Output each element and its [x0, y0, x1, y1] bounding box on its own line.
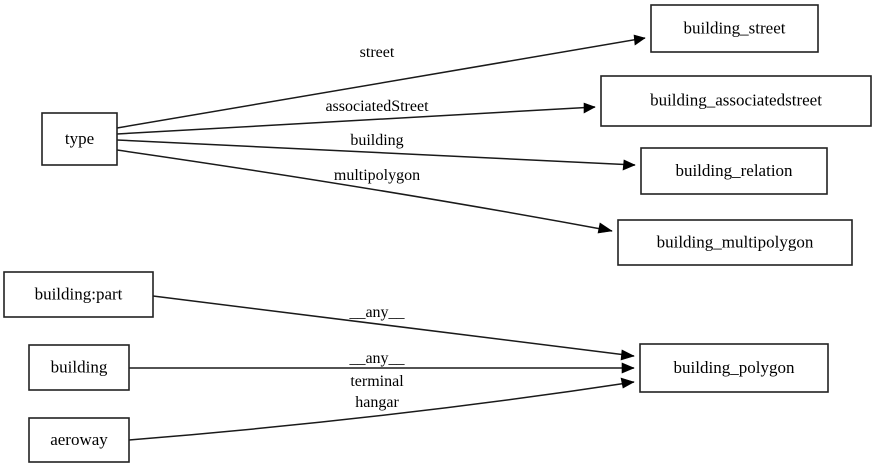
node-building-associatedstreet[interactable]: building_associatedstreet [600, 75, 872, 127]
node-box [617, 219, 853, 266]
node-label: building_multipolygon [657, 232, 814, 251]
edge-label-any-building-part: __any__ [348, 304, 405, 321]
edge-label-any-building: __any__ [348, 350, 405, 367]
node-building[interactable]: building [28, 344, 130, 391]
edge-building-building-polygon[interactable] [129, 362, 635, 374]
node-type[interactable]: type [41, 112, 118, 166]
edges-layer [116, 34, 646, 441]
arrowhead-icon [622, 159, 636, 171]
edge-line [116, 149, 613, 232]
node-box [3, 271, 154, 318]
edge-building-part-building-polygon[interactable] [152, 295, 635, 361]
node-label: building_polygon [674, 358, 795, 377]
arrowhead-icon [583, 102, 596, 114]
edge-type-building-multipolygon[interactable] [116, 149, 613, 234]
node-label: building_associatedstreet [650, 90, 822, 109]
node-building-part[interactable]: building:part [3, 271, 154, 318]
node-label: aeroway [50, 430, 108, 449]
node-box [41, 112, 118, 166]
node-aeroway[interactable]: aeroway [28, 417, 130, 463]
node-box [28, 344, 130, 391]
arrowhead-icon [597, 222, 613, 234]
edge-line [116, 37, 646, 129]
node-box [650, 4, 819, 53]
edge-labels-layer: street associatedStreet building multipo… [325, 44, 429, 411]
edge-label-associatedstreet: associatedStreet [325, 98, 429, 115]
node-box [28, 417, 130, 463]
edge-label-street: street [360, 44, 395, 61]
edge-aeroway-building-polygon[interactable] [128, 377, 635, 441]
edge-type-building-street[interactable] [116, 34, 646, 129]
edge-line [128, 381, 635, 441]
node-building-multipolygon[interactable]: building_multipolygon [617, 219, 853, 266]
node-building-relation[interactable]: building_relation [640, 147, 828, 195]
node-label: building [51, 357, 108, 376]
edge-label-hangar: hangar [355, 394, 399, 411]
node-building-polygon[interactable]: building_polygon [639, 343, 829, 393]
node-label: building:part [35, 284, 123, 303]
arrowhead-icon [633, 34, 646, 46]
node-box [639, 343, 829, 393]
nodes-layer: type building_street building_associated… [3, 4, 872, 463]
arrowhead-icon [620, 349, 635, 361]
edge-line [116, 106, 596, 135]
edge-label-building: building [350, 132, 403, 149]
node-label: type [65, 129, 94, 148]
node-label: building_street [684, 18, 786, 37]
node-building-street[interactable]: building_street [650, 4, 819, 53]
edge-line [116, 139, 636, 166]
edge-type-building-relation[interactable] [116, 139, 636, 171]
node-box [600, 75, 872, 127]
edge-label-multipolygon: multipolygon [334, 167, 420, 184]
arrowhead-icon [621, 362, 635, 374]
edge-line [152, 295, 635, 357]
edge-type-building-associatedstreet[interactable] [116, 102, 596, 135]
edge-label-terminal: terminal [350, 373, 404, 390]
node-box [640, 147, 828, 195]
arrowhead-icon [620, 377, 635, 389]
node-label: building_relation [675, 161, 793, 180]
